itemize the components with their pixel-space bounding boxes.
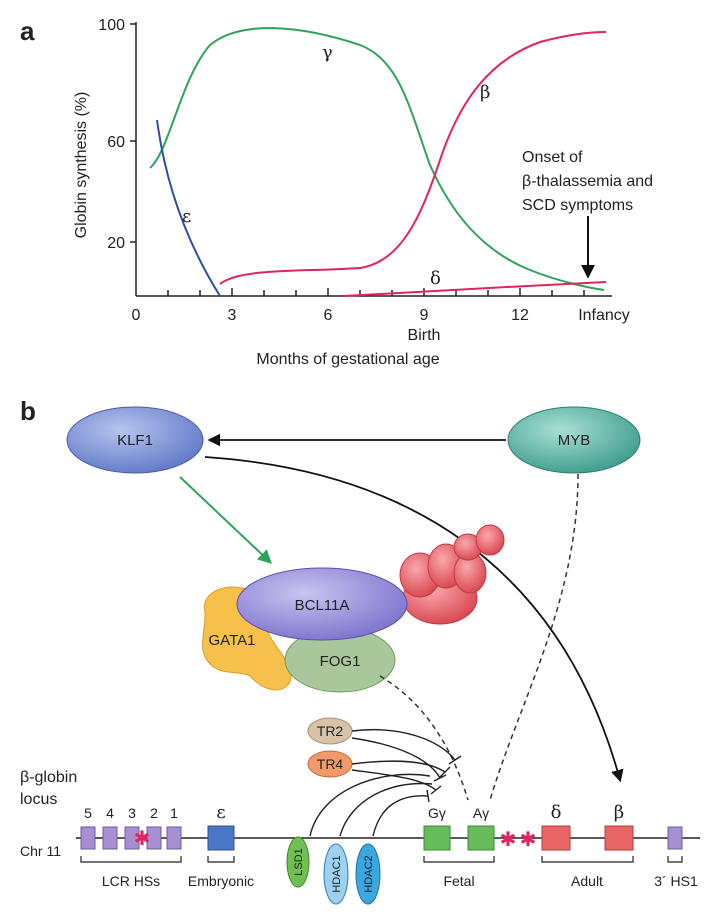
x-tick-label: 12	[511, 307, 529, 324]
hs-number: 4	[106, 805, 114, 821]
klf1-to-bcl11a-arrow	[179, 476, 273, 564]
myb-dashed-link	[489, 473, 579, 801]
delta-label: δ	[430, 268, 441, 289]
epsilon-curve	[156, 119, 221, 297]
locus-label-2: locus	[20, 791, 57, 808]
beta-curve	[219, 31, 607, 285]
annotation-line-1: Onset of	[522, 149, 583, 166]
a-gamma-label: Aγ	[473, 805, 489, 821]
x-tick-label: 3	[228, 307, 237, 324]
delta-gene-label: δ	[551, 802, 562, 823]
hs1-region-label: 3´ HS1	[654, 873, 698, 889]
hs-number: 5	[84, 805, 92, 821]
birth-label: Birth	[408, 327, 441, 344]
chromosome-label: Chr 11	[20, 843, 61, 859]
g-gamma-gene	[423, 825, 451, 851]
hs-number: 3	[128, 805, 136, 821]
fetal-region-label: Fetal	[443, 873, 474, 889]
lcr-hs-boxes	[80, 826, 182, 850]
y-tick-label: 20	[107, 235, 125, 252]
gamma-curve	[149, 27, 605, 291]
klf1-protein	[66, 406, 204, 474]
delta-gene	[541, 825, 571, 851]
g-gamma-label: Gγ	[428, 805, 446, 821]
annotation-line-2: β-thalassemia and	[522, 173, 653, 190]
beta-gene	[604, 825, 634, 851]
hs3-star-icon: ✱	[134, 828, 151, 850]
hdac2-label: HDAC2	[363, 855, 375, 892]
klf1-label: KLF1	[117, 432, 153, 449]
hs-number: 2	[150, 805, 158, 821]
lsd1-protein	[286, 836, 310, 888]
panel-b-letter: b	[20, 396, 36, 426]
y-axis-title: Globin synthesis (%)	[73, 92, 90, 239]
panel-a-letter: a	[20, 16, 35, 46]
epsilon-label: ε	[182, 206, 191, 227]
x-axis-title: Months of gestational age	[256, 351, 439, 368]
bcl11a-label: BCL11A	[295, 597, 350, 614]
x-tick-label: 9	[420, 307, 429, 324]
star-icon: ✱	[500, 829, 517, 851]
hdac1-protein	[323, 843, 349, 905]
bcl11a-protein	[236, 567, 408, 641]
myb-label: MYB	[558, 432, 591, 449]
lcr-region-label: LCR HSs	[102, 873, 160, 889]
repression-arcs	[309, 729, 462, 837]
adult-region-label: Adult	[571, 873, 603, 889]
tr2-label: TR2	[317, 723, 344, 739]
myb-protein	[507, 406, 641, 474]
star-icon: ✱	[520, 829, 537, 851]
annotation-line-3: SCD symptoms	[522, 197, 633, 214]
lsd1-label: LSD1	[293, 848, 305, 876]
x-tick-label: 0	[132, 307, 141, 324]
gamma-label: γ	[322, 42, 333, 63]
hs-number: 1	[170, 805, 178, 821]
x-tick-label: Infancy	[578, 307, 630, 324]
hs1-box	[667, 826, 683, 850]
embryonic-region-label: Embryonic	[188, 873, 254, 889]
repressor-complex	[399, 524, 505, 625]
y-tick-label: 60	[107, 134, 125, 151]
beta-label: β	[480, 82, 490, 103]
tr4-label: TR4	[317, 756, 344, 772]
hdac2-protein	[355, 843, 381, 905]
epsilon-gene-label: ε	[216, 802, 225, 823]
epsilon-gene	[207, 825, 235, 851]
region-brackets	[80, 856, 683, 863]
delta-curve	[343, 281, 607, 297]
beta-gene-label: β	[614, 802, 624, 823]
gata1-label: GATA1	[209, 632, 256, 649]
y-tick-label: 100	[98, 17, 125, 34]
fog1-label: FOG1	[320, 653, 361, 670]
locus-label-1: β-globin	[20, 769, 77, 786]
hdac1-label: HDAC1	[331, 855, 343, 892]
a-gamma-gene	[467, 825, 495, 851]
x-tick-label: 6	[324, 307, 333, 324]
